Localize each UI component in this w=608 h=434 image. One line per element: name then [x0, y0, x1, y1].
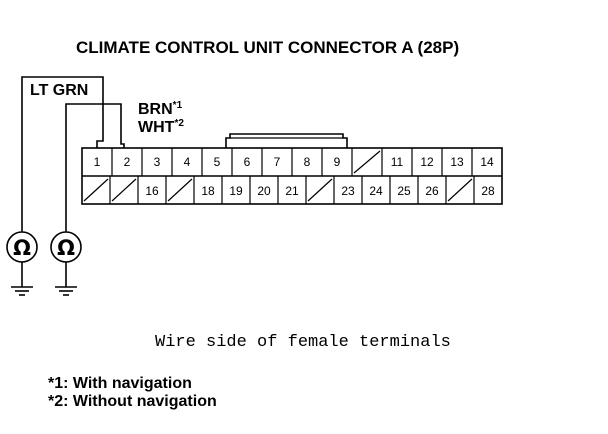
pin-label: 4	[184, 155, 191, 169]
lead-wires	[21, 76, 125, 232]
lead-wire-brn-wht	[65, 103, 125, 232]
pin-label: 12	[420, 155, 434, 169]
ohmmeter-left: Ω	[6, 231, 38, 296]
empty-cavity-slashes	[83, 150, 473, 202]
diagram-title: CLIMATE CONTROL UNIT CONNECTOR A (28P)	[76, 38, 459, 57]
wire-label-wht: WHT*2	[138, 118, 184, 136]
pin-label: 5	[214, 155, 221, 169]
pin-label: 23	[341, 184, 355, 198]
view-caption: Wire side of female terminals	[155, 333, 451, 352]
wire-label-brn: BRN*1	[138, 100, 183, 118]
pin-label: 26	[425, 184, 439, 198]
pin-label: 13	[450, 155, 464, 169]
pin-label: 9	[334, 155, 341, 169]
pin-label: 11	[391, 155, 404, 169]
footnote-1: *1: With navigation	[48, 375, 192, 392]
pin-label: 25	[397, 184, 411, 198]
pin-label: 18	[201, 184, 215, 198]
footnote-2: *2: Without navigation	[48, 393, 217, 410]
empty-cavity-slash	[167, 178, 193, 202]
pin-label: 19	[229, 184, 243, 198]
bottom-row-dividers	[109, 176, 475, 204]
empty-cavity-slash	[83, 178, 109, 202]
pin-label: 7	[274, 155, 281, 169]
pin-label: 14	[480, 155, 494, 169]
locking-tab	[225, 133, 348, 148]
empty-cavity-slash	[447, 178, 473, 202]
pin-label: 21	[285, 184, 299, 198]
pin-label: 20	[257, 184, 271, 198]
pin-label: 24	[369, 184, 383, 198]
pin-label: 1	[94, 155, 101, 169]
lead-wire-lt-grn	[21, 76, 104, 232]
pin-label: 2	[124, 155, 131, 169]
ohm-icon: Ω	[57, 236, 75, 260]
pin-label: 3	[154, 155, 161, 169]
top-row-dividers	[111, 148, 473, 176]
empty-cavity-slash	[353, 150, 381, 174]
empty-cavity-slash	[307, 178, 333, 202]
pin-label: 28	[481, 184, 495, 198]
wire-label-lt-grn: LT GRN	[30, 82, 88, 99]
empty-cavity-slash	[111, 178, 137, 202]
pin-label: 6	[244, 155, 251, 169]
pin-label: 8	[304, 155, 311, 169]
pin-label: 16	[145, 184, 159, 198]
ohmmeter-right: Ω	[50, 231, 82, 296]
ohm-icon: Ω	[13, 236, 31, 260]
